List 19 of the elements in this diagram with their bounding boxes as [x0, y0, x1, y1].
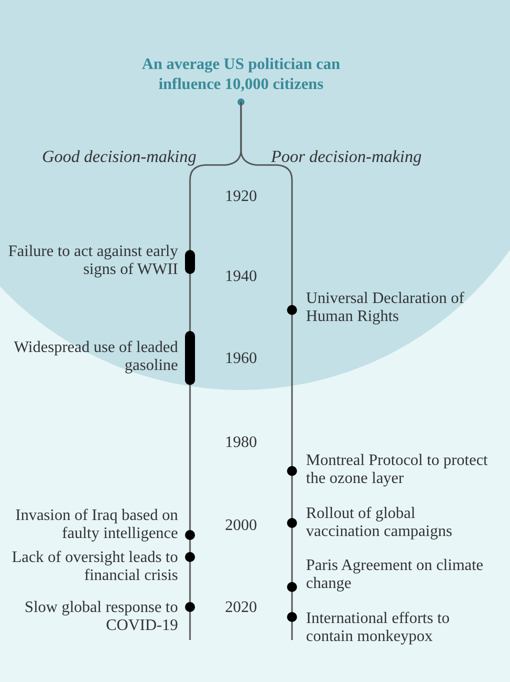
event-label: Widespread use of leaded gasoline: [12, 339, 178, 375]
event-label: International efforts to contain monkeypox: [306, 610, 451, 646]
event-label: Slow global response to COVID-19: [24, 599, 178, 635]
event-label: Universal Declaration of Human Rights: [306, 290, 466, 326]
event-label: Paris Agreement on climate change: [306, 557, 484, 593]
event-label: Lack of oversight leads to financial crisis: [10, 549, 178, 585]
year-label: 1920: [224, 188, 258, 206]
title: An average US politician can influence 10,000 citizens: [140, 55, 342, 95]
year-label: 1980: [224, 434, 258, 452]
category-heading: Poor decision-making: [271, 148, 423, 166]
event-label: Failure to act against early signs of WWII: [7, 243, 178, 279]
category-heading: Good decision-making: [42, 148, 198, 166]
event-label: Invasion of Iraq based on faulty intelligence: [14, 507, 178, 543]
year-label: 2000: [224, 517, 258, 535]
year-label: 1960: [224, 350, 258, 368]
year-label: 2020: [224, 599, 258, 617]
year-label: 1940: [224, 268, 258, 286]
event-label: Rollout of global vaccination campaigns: [306, 505, 454, 541]
event-label: Montreal Protocol to protect the ozone layer: [306, 452, 489, 488]
